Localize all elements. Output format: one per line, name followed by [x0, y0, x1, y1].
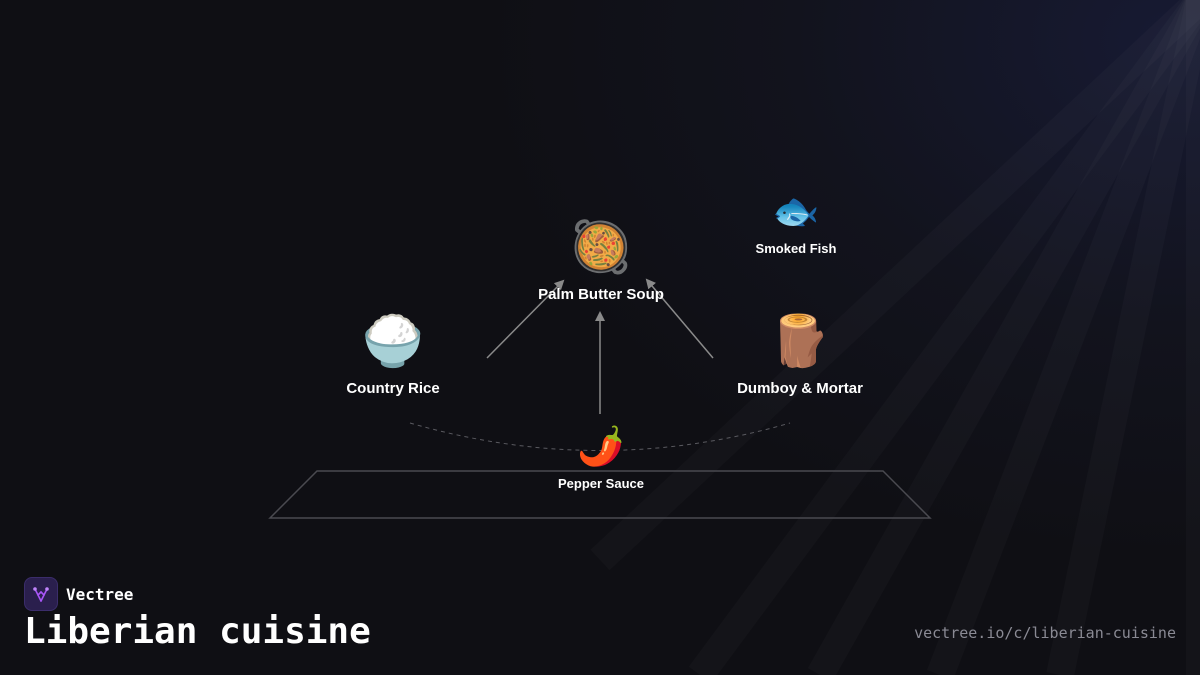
brand-name: Vectree: [66, 584, 134, 604]
node-smoked-fish[interactable]: 🐟 Smoked Fish: [756, 193, 837, 256]
page-title: Liberian cuisine: [24, 611, 371, 652]
dashed-arc: [409, 422, 791, 451]
node-dumboy-mortar[interactable]: 🪵 Dumboy & Mortar: [737, 316, 863, 397]
rice-bowl-icon: 🍚: [361, 313, 425, 369]
page-url[interactable]: vectree.io/c/liberian-cuisine: [914, 624, 1176, 642]
node-label: Palm Butter Soup: [538, 286, 664, 303]
vectree-logo-icon: [24, 577, 58, 611]
node-label: Smoked Fish: [755, 241, 837, 256]
node-pepper-sauce[interactable]: 🌶️ Pepper Sauce: [558, 428, 644, 491]
brand[interactable]: Vectree: [24, 577, 133, 611]
platform-outline: [268, 470, 932, 519]
fish-icon: 🐟: [772, 191, 820, 233]
node-label: Pepper Sauce: [558, 476, 644, 491]
node-palm-butter-soup[interactable]: 🥘 Palm Butter Soup: [538, 222, 664, 303]
node-country-rice[interactable]: 🍚 Country Rice: [346, 316, 439, 397]
edge-country-rice-to-palm-butter-soup: [486, 279, 565, 359]
edge-dumboy-mortar-to-palm-butter-soup: [645, 278, 714, 359]
node-label: Dumboy & Mortar: [737, 380, 863, 397]
paella-pan-icon: 🥘: [569, 219, 633, 275]
wood-log-icon: 🪵: [768, 313, 832, 369]
chili-pepper-icon: 🌶️: [577, 426, 625, 468]
node-label: Country Rice: [346, 380, 440, 397]
